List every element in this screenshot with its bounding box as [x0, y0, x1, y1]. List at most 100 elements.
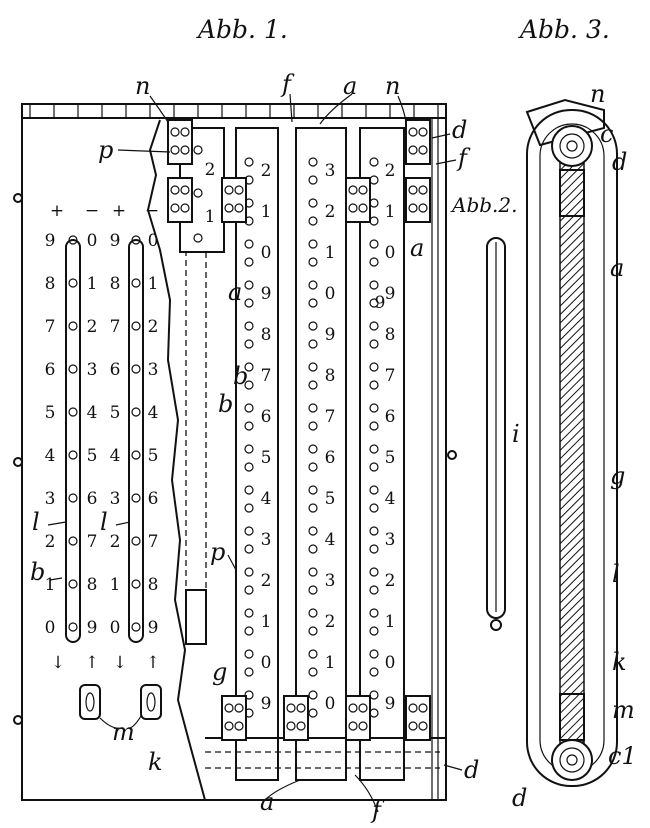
label-d-top: d — [452, 116, 467, 144]
pusher-num-2: 2 — [205, 160, 216, 180]
casing-outer — [526, 109, 618, 787]
bar-digit: 4 — [325, 530, 336, 550]
fig3-section: n c d a g l k m c1 d — [512, 80, 637, 812]
fig3-title: Abb. 3. — [518, 15, 610, 44]
scale-digit-b: 0 — [87, 231, 98, 251]
bar-digit: 4 — [261, 489, 272, 509]
cover-torn-edge — [146, 119, 206, 801]
scale-digit-a: 9 — [45, 231, 56, 251]
scale-digit-b: 8 — [148, 575, 159, 595]
label-n-top-right: n — [385, 72, 400, 100]
sign-minus-2: − — [145, 201, 159, 221]
bar-digit: 8 — [325, 366, 336, 386]
label-dash-9: 9 — [375, 293, 386, 313]
sliding-bars: 2109876543210932109876543210210987654321… — [235, 127, 405, 781]
label-g-fig3: g — [610, 462, 625, 490]
fig1-title: Abb. 1. — [196, 15, 288, 44]
label-k-fig3: k — [612, 648, 627, 676]
scale-digit-b: 2 — [87, 317, 98, 337]
scale-digit-a: 6 — [45, 360, 56, 380]
scale-digit-b: 1 — [87, 274, 98, 294]
reset-knob-right — [140, 684, 162, 720]
bar-digit: 3 — [325, 161, 336, 181]
scale-digit-b: 7 — [87, 532, 98, 552]
scale-digit-b: 6 — [148, 489, 159, 509]
scale-digit-a: 9 — [110, 231, 121, 251]
bar-digit: 2 — [385, 161, 396, 181]
scale-digit-a: 1 — [110, 575, 121, 595]
bar-digit: 5 — [261, 448, 272, 468]
bar-digit: 1 — [261, 202, 272, 222]
label-n-fig3: n — [590, 80, 605, 108]
scale-digit-b: 9 — [87, 618, 98, 638]
bar-digit: 9 — [325, 325, 336, 345]
label-i: i — [512, 420, 520, 448]
bar-digit: 0 — [325, 694, 336, 714]
hatched-bar — [559, 139, 585, 759]
scale-digit-a: 4 — [110, 446, 121, 466]
bar-digit: 7 — [325, 407, 336, 427]
bar-digit: 4 — [385, 489, 396, 509]
label-k-fig1: k — [148, 748, 163, 776]
bar-digit: 1 — [261, 612, 272, 632]
bar-digit: 9 — [385, 694, 396, 714]
arrow-3: ↓ — [113, 653, 127, 673]
label-a-fig3: a — [610, 254, 624, 282]
label-l-left: l — [32, 508, 40, 536]
label-c1: c1 — [608, 742, 637, 770]
arrow-4: ↑ — [146, 653, 160, 673]
sign-plus-2: + — [112, 201, 126, 221]
label-a-right: a — [410, 234, 424, 262]
scale-digit-b: 5 — [87, 446, 98, 466]
scale-digit-a: 5 — [45, 403, 56, 423]
scale-digit-b: 7 — [148, 532, 159, 552]
bar-digit: 1 — [325, 653, 336, 673]
label-a-top: a — [343, 72, 357, 100]
bar-digit: 1 — [325, 243, 336, 263]
scale-digit-a: 7 — [45, 317, 56, 337]
bar-digit: 3 — [261, 530, 272, 550]
label-f-top: f — [280, 70, 295, 98]
bar-digit: 9 — [261, 694, 272, 714]
bar-digit: 1 — [385, 612, 396, 632]
scale-digit-a: 3 — [45, 489, 56, 509]
label-a-mid: a — [228, 278, 242, 306]
scale-digit-b: 5 — [148, 446, 159, 466]
scale-digit-b: 4 — [148, 403, 159, 423]
bar-digit: 3 — [385, 530, 396, 550]
bar-digit: 6 — [325, 448, 336, 468]
scale-digit-a: 8 — [45, 274, 56, 294]
scale-digit-b: 1 — [148, 274, 159, 294]
scale-digit-b: 8 — [87, 575, 98, 595]
label-b-cover: b — [30, 558, 45, 586]
right-wall — [431, 117, 447, 801]
scale-digit-a: 7 — [110, 317, 121, 337]
label-f-right: f — [456, 144, 471, 172]
scale-digit-b: 3 — [148, 360, 159, 380]
scale-digit-b: 9 — [148, 618, 159, 638]
pulley-top — [551, 125, 593, 167]
bar-digit: 5 — [385, 448, 396, 468]
bar-digit: 8 — [261, 325, 272, 345]
bar-digit: 0 — [261, 243, 272, 263]
sign-plus-1: + — [50, 201, 64, 221]
bar-digit: 6 — [385, 407, 396, 427]
label-p-top: p — [98, 136, 113, 164]
top-rail-ticks — [29, 104, 439, 118]
bar-digit: 2 — [385, 571, 396, 591]
screw-blocks — [167, 119, 431, 741]
label-c-top: c — [600, 120, 613, 148]
bar-digit: 5 — [325, 489, 336, 509]
bar-digit: 0 — [385, 243, 396, 263]
bar-digit: 2 — [325, 202, 336, 222]
label-p-lower: p — [210, 538, 225, 566]
bar-digit: 9 — [261, 284, 272, 304]
bar-digit: 0 — [325, 284, 336, 304]
scale-digit-b: 2 — [148, 317, 159, 337]
arrow-2: ↑ — [85, 653, 99, 673]
